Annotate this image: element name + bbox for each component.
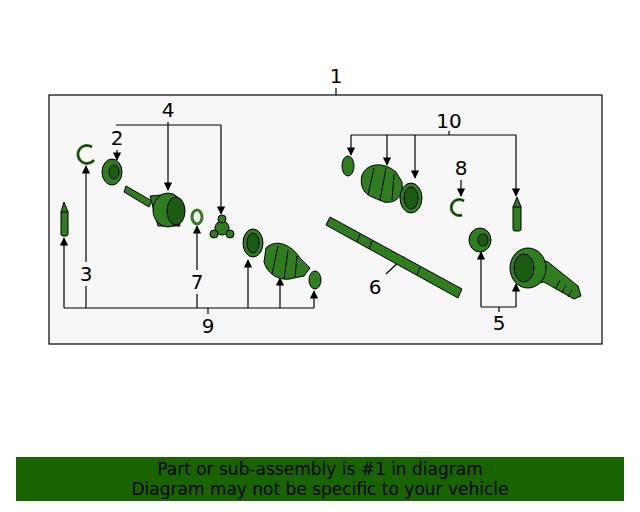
notice-band: Part or sub-assembly is #1 in diagramDia… xyxy=(16,457,624,501)
callout-number: 6 xyxy=(369,276,382,298)
callout-number: 2 xyxy=(111,127,124,149)
callout-number: 1 xyxy=(330,65,343,87)
callout-number: 9 xyxy=(202,315,215,337)
callout-number: 8 xyxy=(455,157,468,179)
notice-text: Diagram may not be specific to your vehi… xyxy=(131,479,508,499)
callout-number: 4 xyxy=(162,99,175,121)
callout-number: 3 xyxy=(80,263,93,285)
callout-number: 10 xyxy=(436,110,461,132)
notice-text: Part or sub-assembly is #1 in diagram xyxy=(157,459,482,479)
callout-number: 7 xyxy=(191,271,204,293)
callout-number: 5 xyxy=(493,312,506,334)
